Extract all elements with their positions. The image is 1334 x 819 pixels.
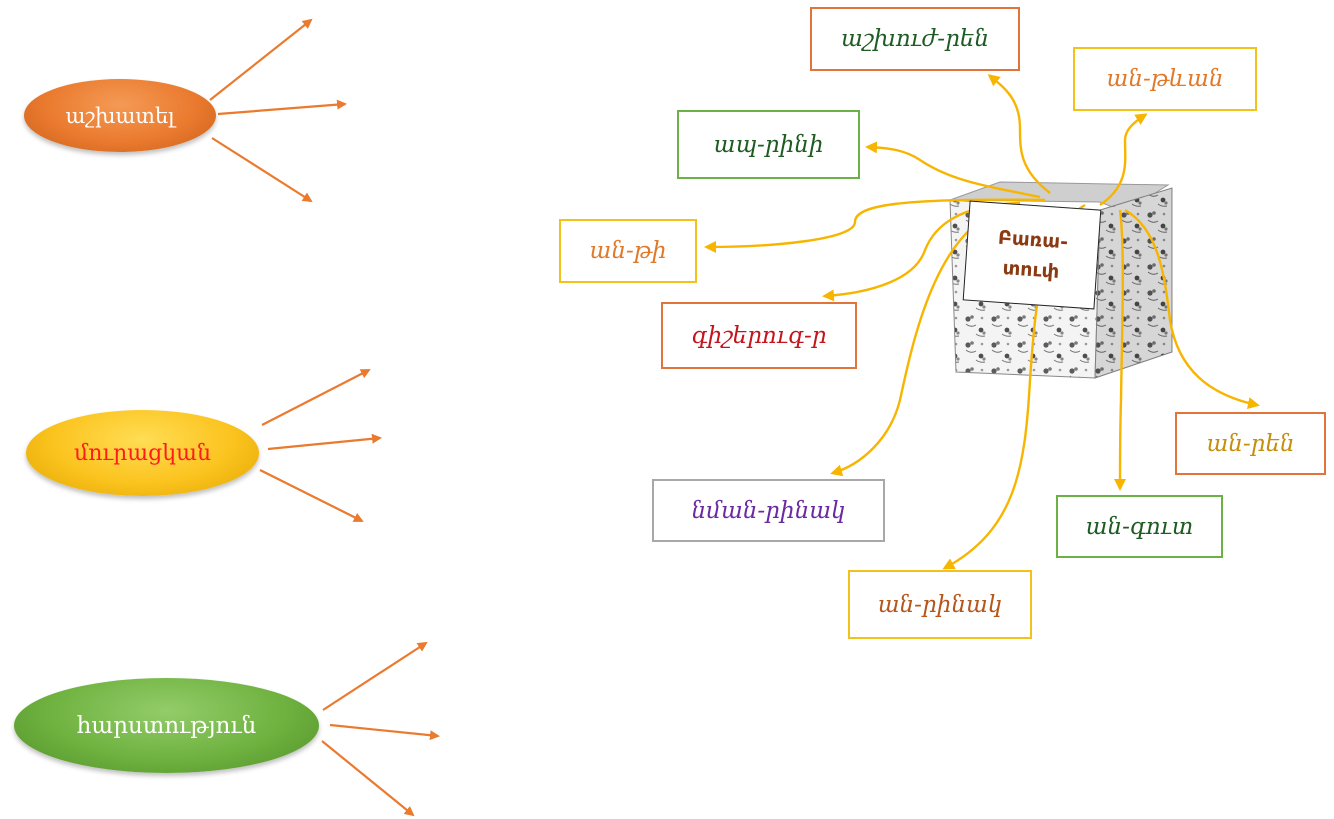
word-box-label-line2: տուփ (1001, 257, 1061, 283)
arrow-line (217, 99, 347, 116)
arrow-line (261, 369, 371, 426)
word-box-label: Բառա- տուփ (962, 200, 1102, 310)
arrow-curve (1114, 209, 1127, 491)
arrow-line (211, 137, 313, 203)
derived-word-box: ան-թի (559, 219, 697, 283)
derived-word-box: ապ-րինի (677, 110, 860, 179)
oval-label: մուրացկան (74, 440, 211, 466)
oval-label: հարստություն (76, 712, 257, 739)
left-arrows-2 (259, 369, 382, 522)
arrow-line (267, 433, 382, 451)
arrow-line (259, 469, 364, 522)
arrow-line (322, 641, 428, 711)
derived-word-box: գիշերուգ-ր (661, 302, 857, 369)
derived-word-box: նման-րինակ (652, 479, 885, 542)
derived-word-text: ան-րեն (1206, 430, 1295, 457)
arrow-curve (1124, 208, 1260, 409)
derived-word-text: ան-րինակ (877, 591, 1003, 618)
arrow-line (329, 723, 440, 741)
derived-word-box: ան-գուտ (1056, 495, 1223, 558)
derived-word-text: ան-թի (589, 238, 667, 264)
derived-word-box: աշխուժ-րեն (810, 7, 1020, 71)
arrow-curve (1099, 113, 1148, 206)
arrow-curve (865, 141, 1041, 199)
derived-word-box: ան-րեն (1175, 412, 1326, 475)
derived-word-text: ան-գուտ (1085, 513, 1194, 540)
word-box-label-line1: Բառա- (997, 226, 1069, 254)
arrow-line (209, 18, 313, 101)
word-oval-muratskan: մուրացկան (26, 410, 259, 496)
derived-word-text: նման-րինակ (691, 497, 846, 524)
derived-word-text: ան-թևան (1106, 66, 1224, 92)
word-oval-harstutyun: հարստություն (14, 678, 319, 773)
derived-word-text: աշխուժ-րեն (841, 26, 989, 52)
derived-word-text: ապ-րինի (713, 131, 824, 158)
arrow-curve (704, 198, 1046, 253)
left-arrows-3 (321, 641, 440, 817)
left-arrows-1 (209, 18, 347, 203)
derived-word-box: ան-րինակ (848, 570, 1032, 639)
derived-word-box: ան-թևան (1073, 47, 1257, 111)
arrow-line (321, 740, 415, 817)
derived-word-text: գիշերուգ-ր (691, 322, 827, 349)
oval-label: աշխատել (65, 103, 175, 128)
word-oval-ashkhatel: աշխատել (24, 79, 216, 152)
arrow-curve (987, 74, 1051, 194)
